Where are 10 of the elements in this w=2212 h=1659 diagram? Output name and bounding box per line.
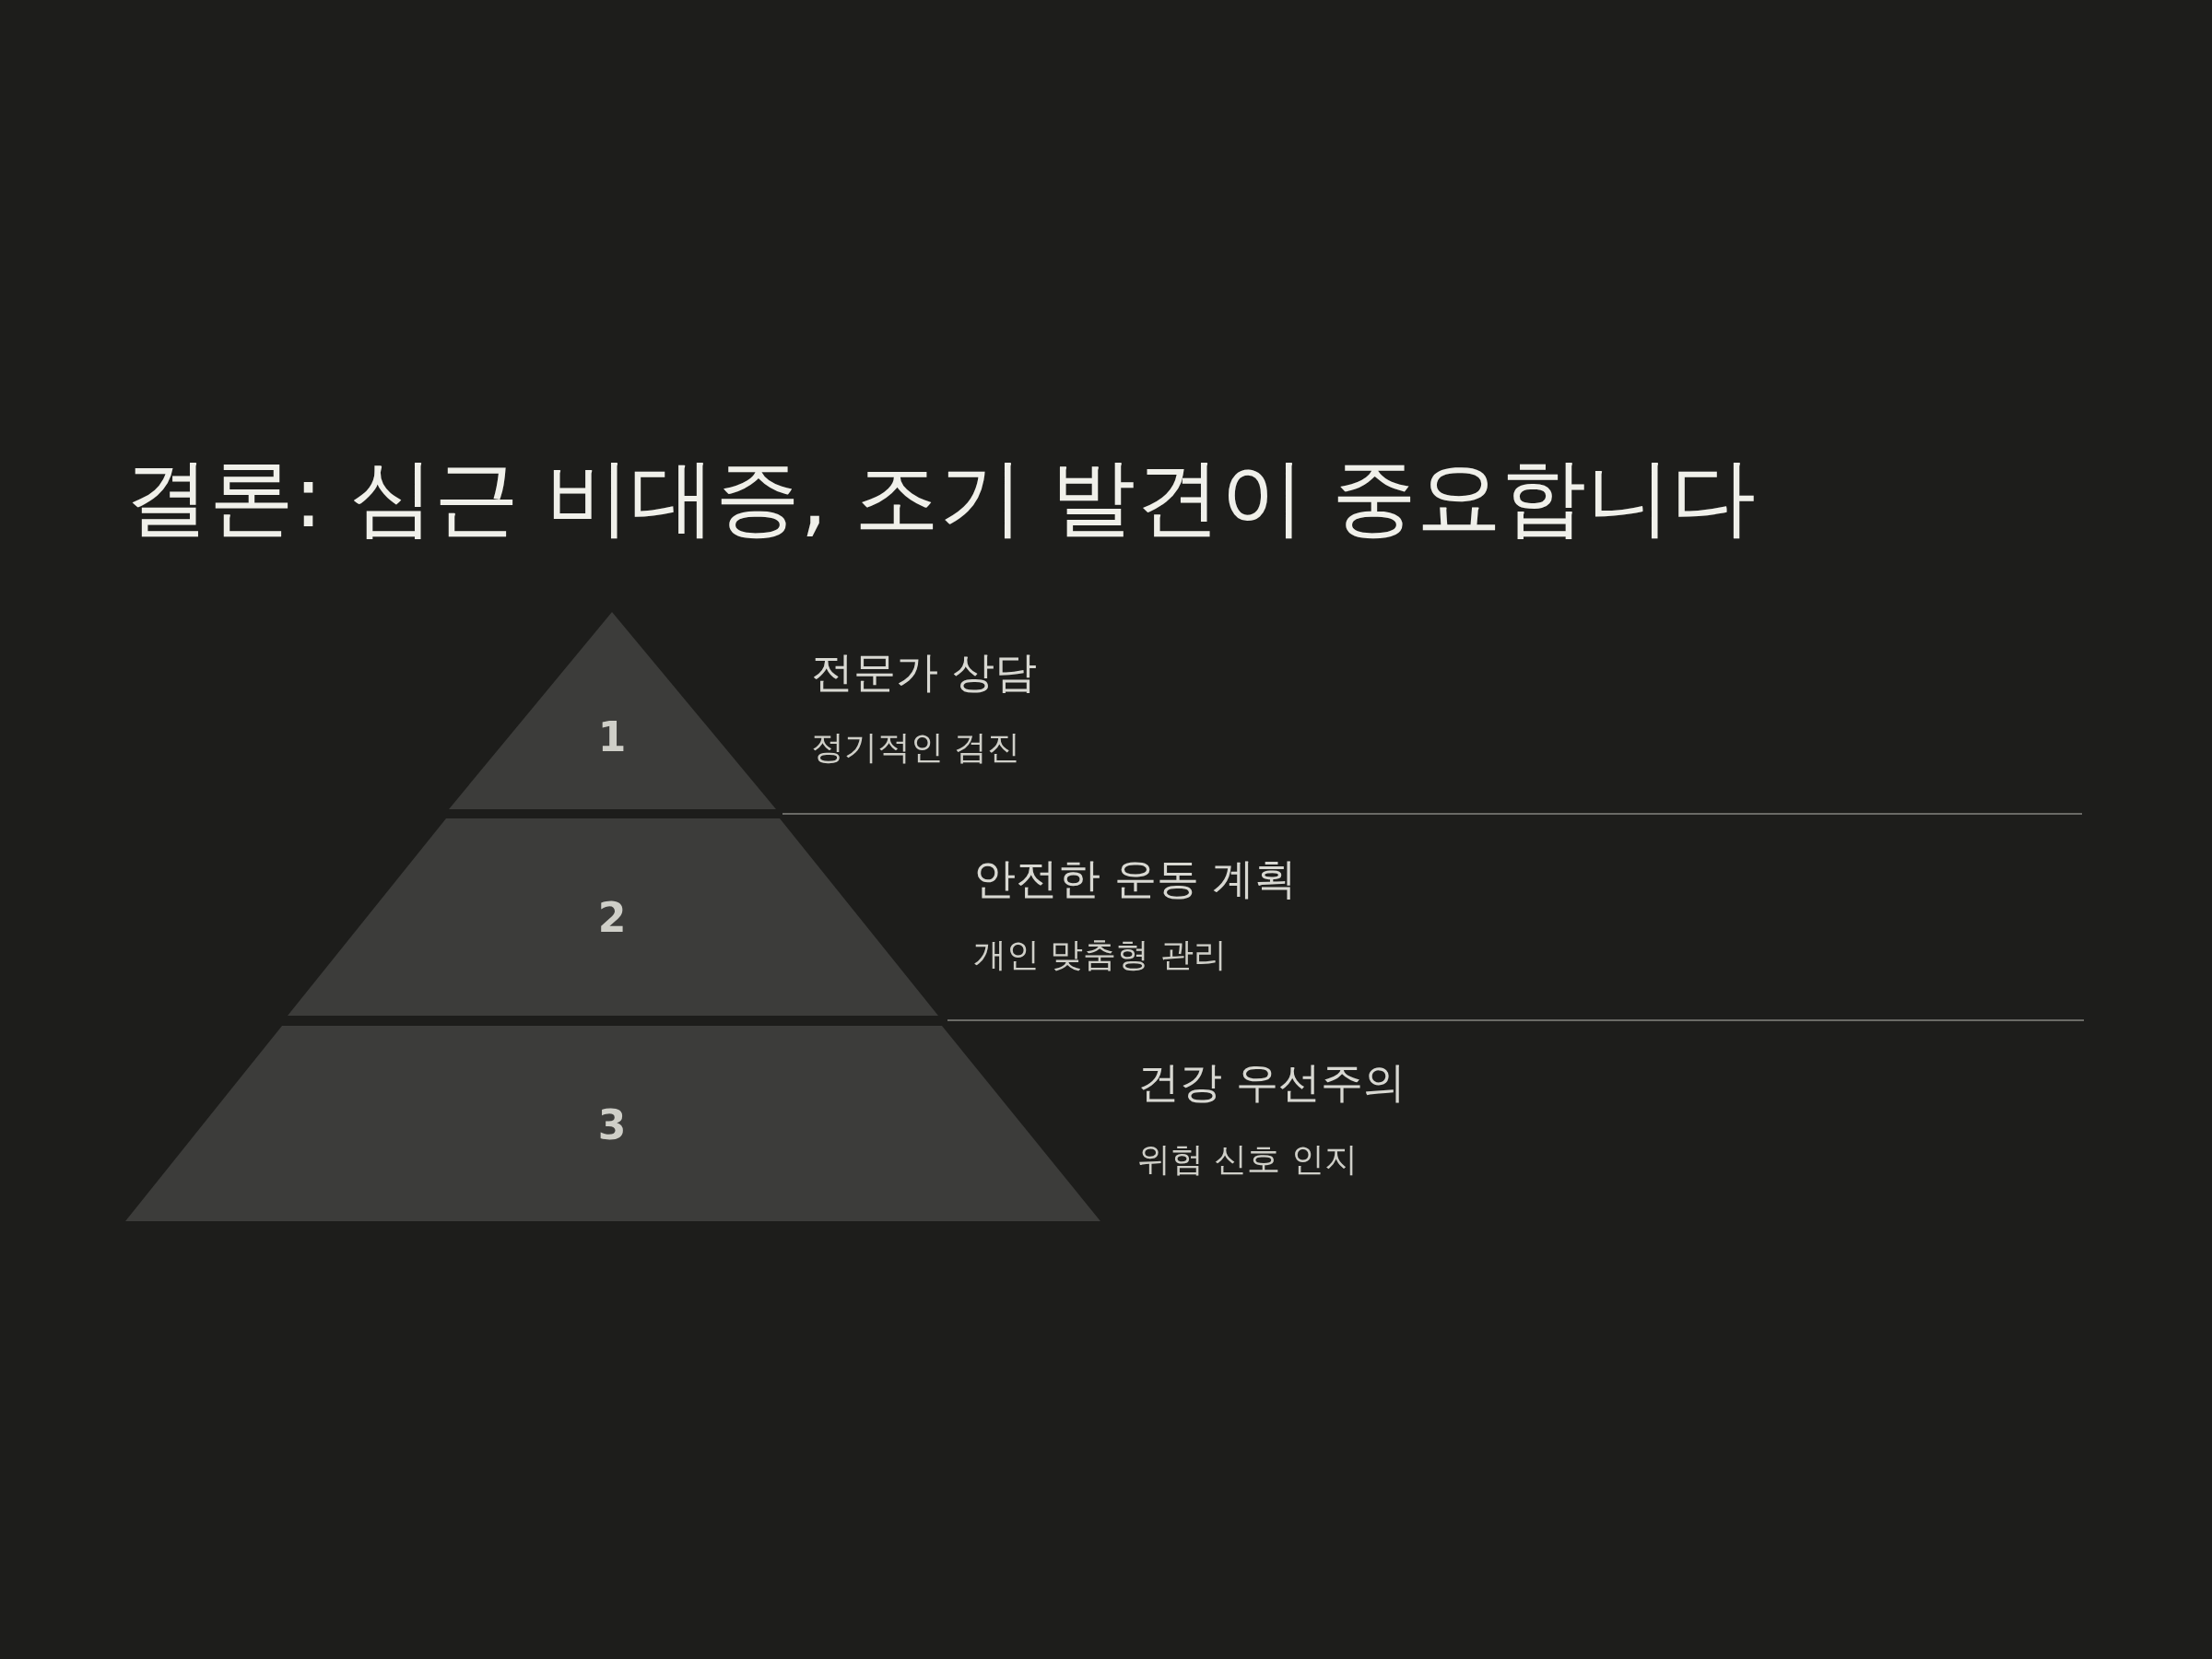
- title: 결론: 심근 비대증, 조기 발견이 중요합니다: [124, 447, 1757, 548]
- tier-description: 정기적인 검진: [811, 726, 1021, 768]
- tier-heading: 안전한 운동 계획: [973, 853, 1298, 905]
- tier-description: 위험 신호 인지: [1137, 1138, 1358, 1180]
- tier-number: 3: [597, 1100, 627, 1148]
- tier-heading: 전문가 상담: [811, 646, 1037, 699]
- tier-description: 개인 맞춤형 관리: [973, 934, 1227, 975]
- tier-number: 1: [597, 712, 627, 760]
- tier-heading: 건강 우선주의: [1137, 1056, 1406, 1109]
- tier-number: 2: [597, 893, 627, 941]
